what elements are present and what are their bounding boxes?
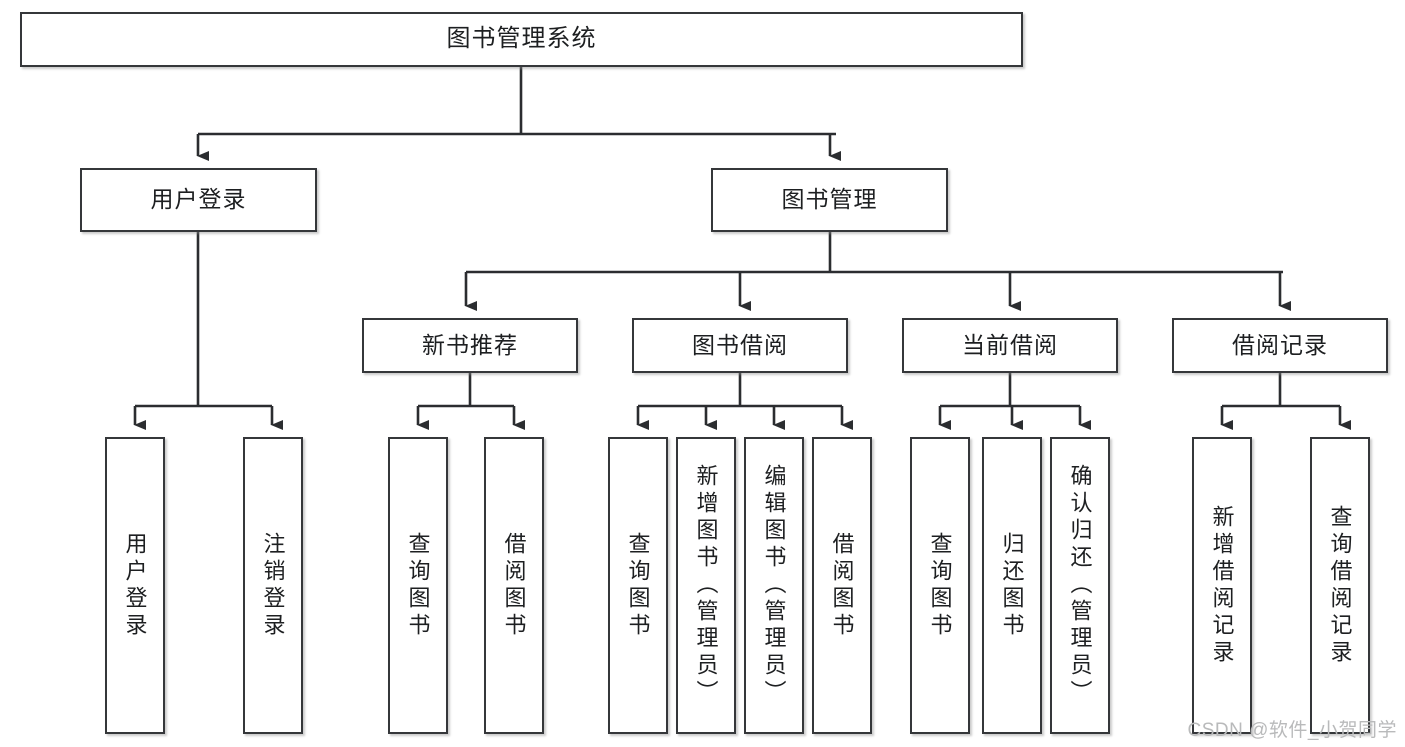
- node-current-borrow-label: 当前借阅: [962, 331, 1058, 358]
- leaf-add-book-admin-label: 新增图书（管理员）: [693, 464, 719, 707]
- leaf-user-login-label: 用户登录: [122, 531, 148, 640]
- leaf-edit-book-admin-label: 编辑图书（管理员）: [761, 464, 787, 707]
- leaf-add-book-admin[interactable]: 新增图书（管理员）: [676, 437, 736, 734]
- leaf-add-borrow-record-label: 新增借阅记录: [1209, 504, 1235, 667]
- leaf-confirm-return-admin-label: 确认归还（管理员）: [1067, 464, 1093, 707]
- leaf-query-book-current[interactable]: 查询图书: [910, 437, 970, 734]
- leaf-borrow-book-recommend[interactable]: 借阅图书: [484, 437, 544, 734]
- node-new-book-recommend-label: 新书推荐: [422, 331, 518, 358]
- node-book-borrow[interactable]: 图书借阅: [632, 318, 848, 373]
- node-root-label: 图书管理系统: [446, 25, 597, 53]
- leaf-return-book-label: 归还图书: [999, 531, 1025, 640]
- leaf-query-book-current-label: 查询图书: [927, 531, 953, 640]
- leaf-logout[interactable]: 注销登录: [243, 437, 303, 734]
- leaf-confirm-return-admin[interactable]: 确认归还（管理员）: [1050, 437, 1110, 734]
- leaf-borrow-book-recommend-label: 借阅图书: [501, 531, 527, 640]
- leaf-query-book-recommend[interactable]: 查询图书: [388, 437, 448, 734]
- leaf-query-borrow-record[interactable]: 查询借阅记录: [1310, 437, 1370, 734]
- node-user-login-label: 用户登录: [150, 186, 247, 213]
- node-borrow-record-label: 借阅记录: [1232, 331, 1328, 358]
- leaf-user-login[interactable]: 用户登录: [105, 437, 165, 734]
- leaf-query-book-recommend-label: 查询图书: [405, 531, 431, 640]
- leaf-edit-book-admin[interactable]: 编辑图书（管理员）: [744, 437, 804, 734]
- leaf-borrow-book[interactable]: 借阅图书: [812, 437, 872, 734]
- node-book-management[interactable]: 图书管理: [711, 168, 948, 232]
- leaf-query-book-borrow-label: 查询图书: [625, 531, 651, 640]
- node-new-book-recommend[interactable]: 新书推荐: [362, 318, 578, 373]
- node-root[interactable]: 图书管理系统: [20, 12, 1023, 67]
- node-book-management-label: 图书管理: [781, 186, 878, 213]
- leaf-query-borrow-record-label: 查询借阅记录: [1327, 504, 1353, 667]
- node-borrow-record[interactable]: 借阅记录: [1172, 318, 1388, 373]
- leaf-borrow-book-label: 借阅图书: [829, 531, 855, 640]
- leaf-return-book[interactable]: 归还图书: [982, 437, 1042, 734]
- node-current-borrow[interactable]: 当前借阅: [902, 318, 1118, 373]
- leaf-add-borrow-record[interactable]: 新增借阅记录: [1192, 437, 1252, 734]
- node-book-borrow-label: 图书借阅: [692, 331, 788, 358]
- node-user-login[interactable]: 用户登录: [80, 168, 317, 232]
- leaf-query-book-borrow[interactable]: 查询图书: [608, 437, 668, 734]
- leaf-logout-label: 注销登录: [260, 531, 286, 640]
